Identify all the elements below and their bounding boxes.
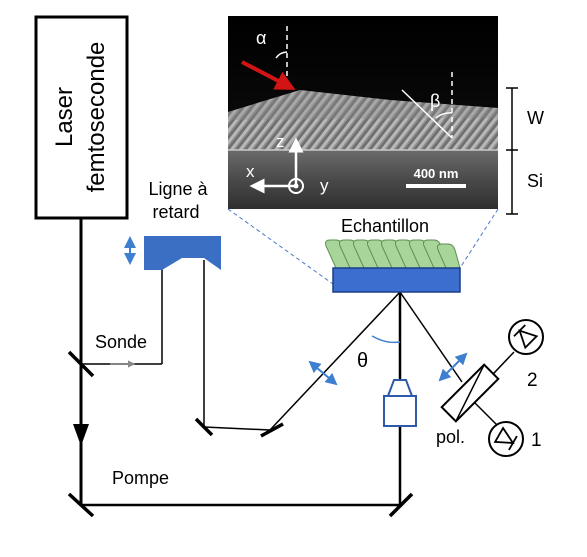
photodiode-2-icon <box>508 319 544 355</box>
sem-column-axis <box>401 89 453 139</box>
sem-beta-arc <box>435 112 453 119</box>
diode-symbol-2 <box>518 329 539 350</box>
mirror-bottom-left <box>67 492 95 518</box>
sem-y-axis-icon <box>288 178 304 194</box>
probe-beam-incident <box>269 291 401 431</box>
sample-label: Echantillon <box>341 216 429 236</box>
laser-label-line2: femtoseconde <box>83 42 110 193</box>
probe-beam-bottom <box>203 426 271 431</box>
prism-split <box>455 364 485 422</box>
beam-splitter <box>67 350 95 378</box>
layer-w-label: W <box>527 108 544 128</box>
laser-source: Laser femtoseconde <box>34 15 129 220</box>
objective-body <box>383 395 417 427</box>
layer-brackets <box>506 87 518 215</box>
sample-substrate <box>332 267 461 293</box>
sample: Echantillon <box>325 216 461 293</box>
sem-scale-bar <box>406 184 466 188</box>
sem-y-axis-dot <box>293 183 299 189</box>
sem-alpha-arc <box>275 51 288 59</box>
sem-film-surface <box>228 90 498 120</box>
sem-image-inset: α β z x y 400 nm <box>228 16 498 209</box>
delay-line-label-line1: Ligne à <box>148 179 208 199</box>
laser-box <box>34 15 129 220</box>
sample-nanocolumns <box>325 239 461 269</box>
theta-arc <box>371 335 401 344</box>
reflected-polarization-arrow-icon <box>438 352 468 382</box>
detector-1-label: 1 <box>531 430 542 451</box>
sem-substrate <box>228 150 498 209</box>
diode-bar-2 <box>513 324 526 337</box>
delay-line: Ligne à retard <box>124 179 221 270</box>
mirror-probe <box>260 422 284 438</box>
mirror-bottom-right <box>388 492 414 518</box>
diode-symbol-1 <box>493 426 515 445</box>
objective-lens-icon <box>383 379 417 427</box>
sem-incident-arrow-icon <box>241 60 296 90</box>
inset-guide-left <box>227 208 334 285</box>
polarizer-prism-icon <box>440 363 500 423</box>
probe-label: Sonde <box>95 332 147 352</box>
photodiode-1-icon <box>488 421 524 457</box>
sem-scale-bar-label: 400 nm <box>414 166 459 181</box>
layer-si-label: Si <box>527 171 543 191</box>
retroreflector-icon <box>144 236 221 270</box>
inset-guide-right <box>459 208 499 269</box>
detector-2: 2 <box>508 319 544 391</box>
laser-label-line1: Laser <box>51 87 78 147</box>
mirror-delay-out <box>194 417 214 437</box>
mirrors <box>67 350 414 518</box>
sem-axis-y: y <box>320 176 329 195</box>
sem-axis-z: z <box>276 132 285 151</box>
diode-bar-1 <box>508 435 518 451</box>
theta-label: θ <box>357 350 368 372</box>
nanocolumn <box>437 243 461 269</box>
detector-2-label: 2 <box>527 370 538 391</box>
sem-beta-label: β <box>430 91 440 111</box>
probe-polarization-arrow-icon <box>308 360 338 386</box>
polarizer-label: pol. <box>436 427 465 447</box>
objective-top <box>386 379 414 397</box>
pump-label: Pompe <box>112 468 169 488</box>
detector-1: 1 <box>488 421 542 457</box>
sem-axis-x: x <box>246 162 255 181</box>
main-beam-arrow <box>73 424 89 446</box>
delay-line-label-line2: retard <box>152 202 199 222</box>
sem-alpha-label: α <box>256 28 266 48</box>
sem-nanocolumn-film <box>228 90 498 150</box>
